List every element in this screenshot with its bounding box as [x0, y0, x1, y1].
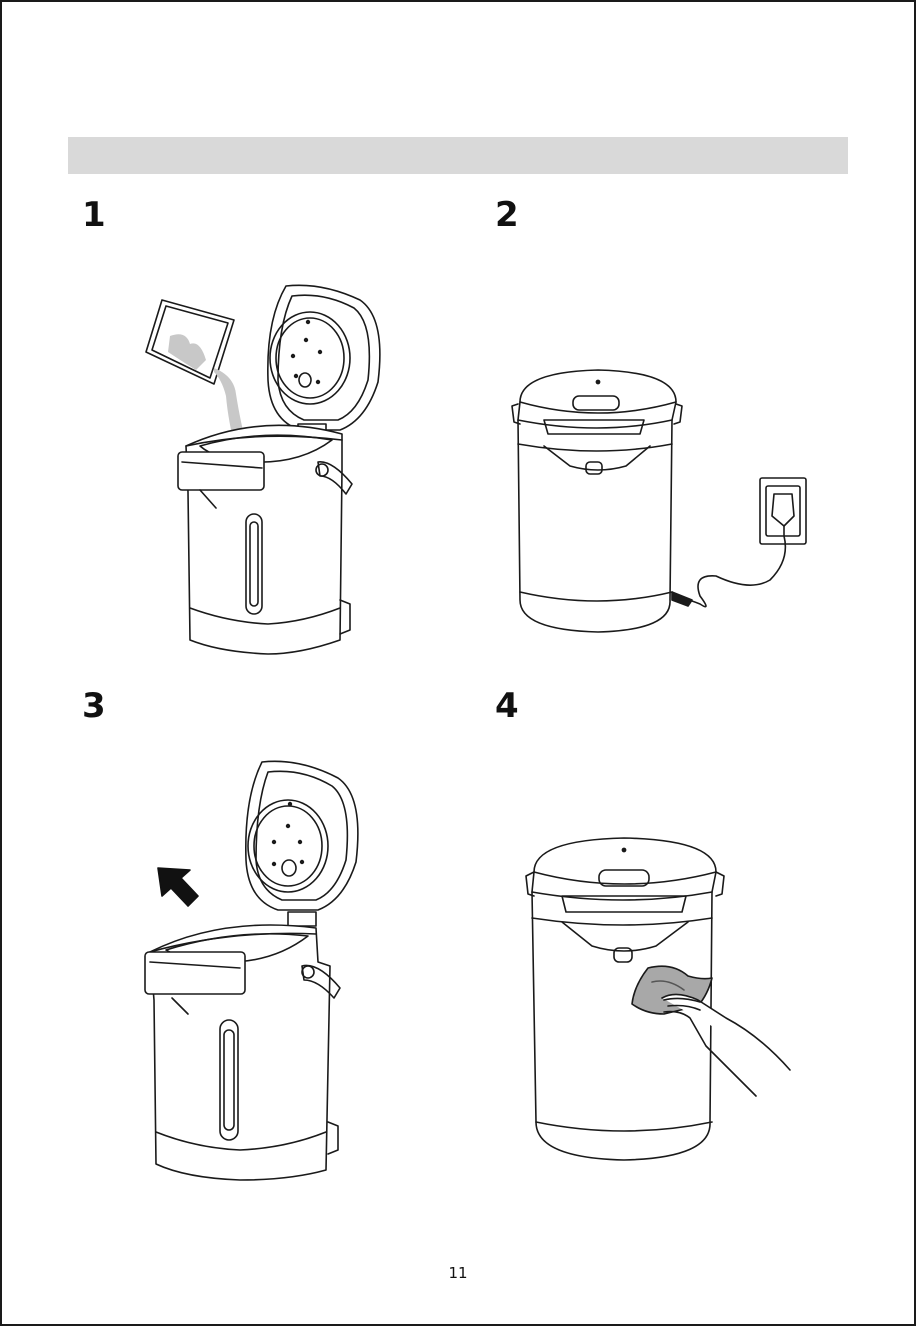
- step-3-number: 3: [82, 689, 106, 723]
- power-cord: [682, 536, 785, 607]
- step-1-illustration: [130, 280, 390, 660]
- thermo-pot-icon: [178, 425, 352, 654]
- page-number: 11: [0, 1264, 916, 1282]
- step-2-number: 2: [495, 198, 519, 232]
- thermo-pot-icon: [512, 370, 682, 632]
- open-lid: [268, 285, 380, 436]
- open-lid: [246, 761, 358, 926]
- arrow-up-left-icon: [158, 868, 198, 906]
- thermo-pot-icon: [145, 925, 340, 1180]
- step-4-number: 4: [495, 689, 519, 723]
- section-header-bar: [68, 137, 848, 174]
- step-3-illustration: [140, 756, 380, 1186]
- step-2-illustration: [508, 365, 813, 640]
- step-4-illustration: [520, 834, 800, 1164]
- step-1-number: 1: [82, 198, 106, 232]
- wall-socket-icon: [760, 478, 806, 544]
